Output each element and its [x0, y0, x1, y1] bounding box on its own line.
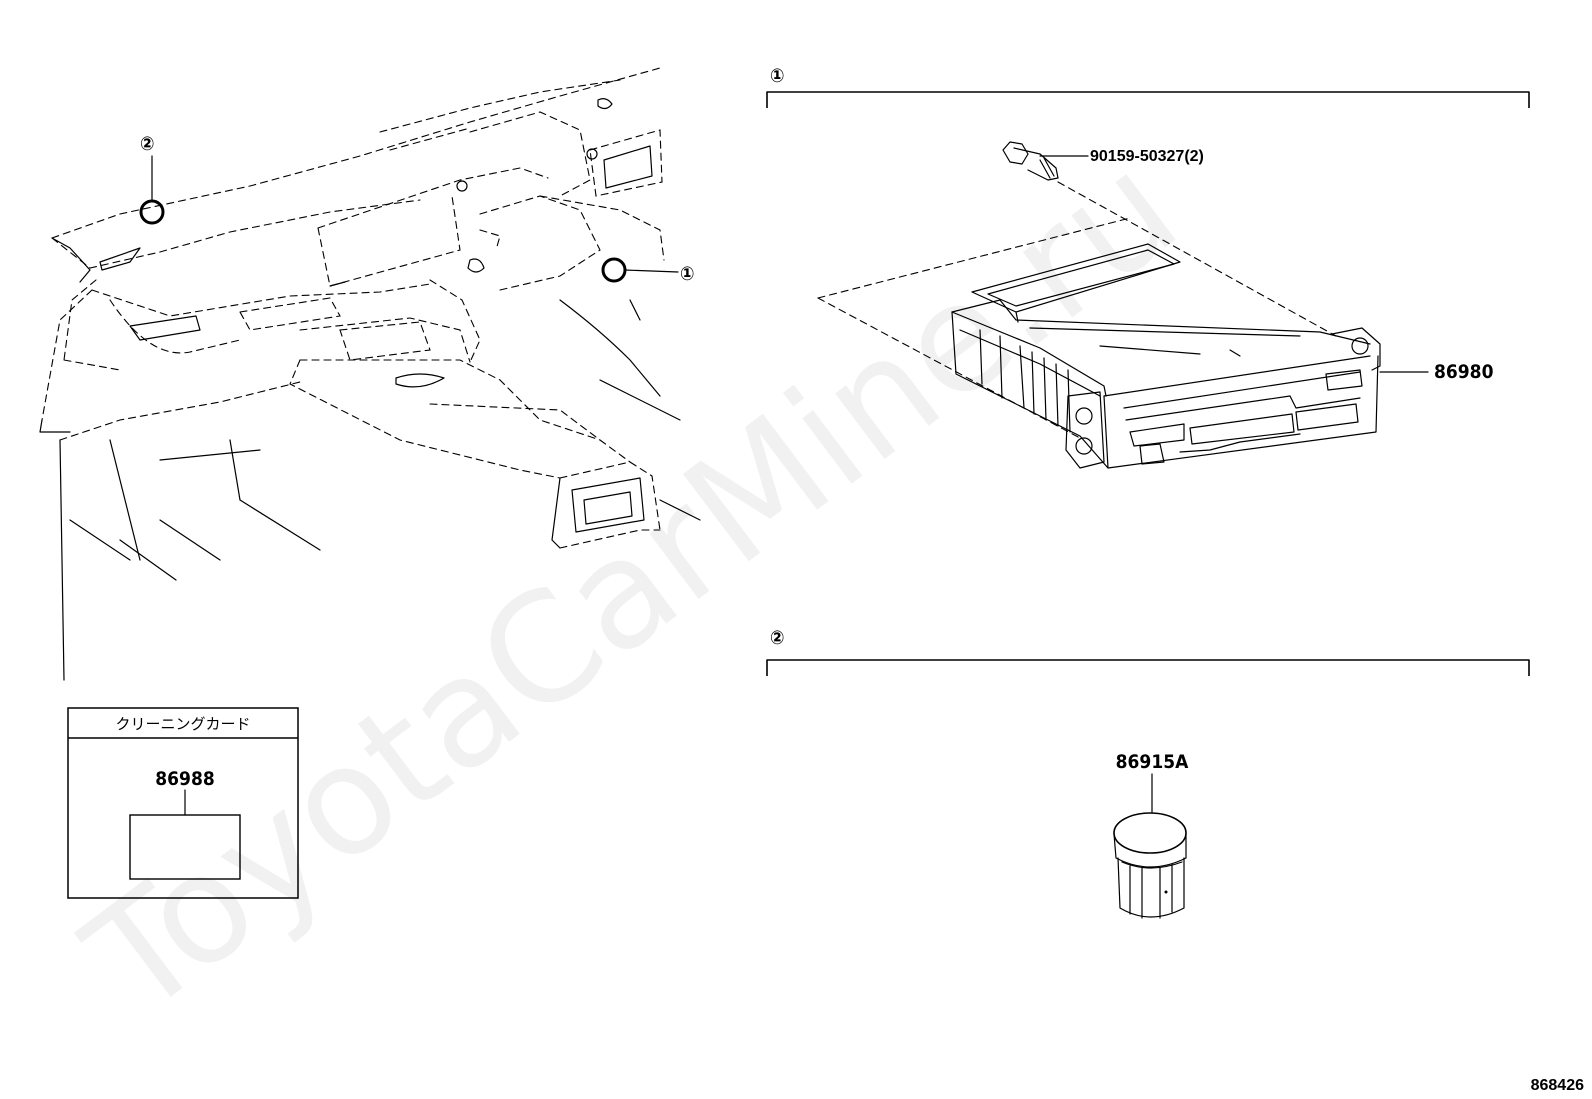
marker-one: [601, 257, 627, 283]
sensor-part-number: 86915A: [1116, 751, 1189, 773]
cleaning-card-shape: [129, 814, 241, 880]
module-part-number: 86980: [1434, 361, 1494, 383]
section-two: ② 86915A: [766, 627, 1530, 919]
bolt-illustration: [1002, 141, 1059, 181]
module-illustration: [817, 217, 1381, 469]
section-one-number: ①: [770, 65, 784, 87]
cleaning-card-title: クリーニングカード: [115, 715, 250, 733]
callout-one: ①: [680, 263, 694, 285]
section-one: ① 90159-50327(2): [766, 65, 1530, 469]
cleaning-card-part-number: 86988: [155, 768, 214, 790]
watermark: ToyotaCarMine.ru: [56, 121, 1208, 1049]
sensor-illustration: [1113, 812, 1187, 919]
bolt-part-number: 90159-50327(2): [1090, 148, 1204, 165]
cleaning-card-box: クリーニングカード 86988: [67, 707, 299, 899]
section-two-number: ②: [770, 627, 784, 649]
callout-two: ②: [140, 133, 154, 155]
marker-two: [139, 199, 165, 225]
diagram-id: 868426: [1531, 1077, 1584, 1094]
dashboard-illustration: ② ①: [39, 67, 701, 681]
